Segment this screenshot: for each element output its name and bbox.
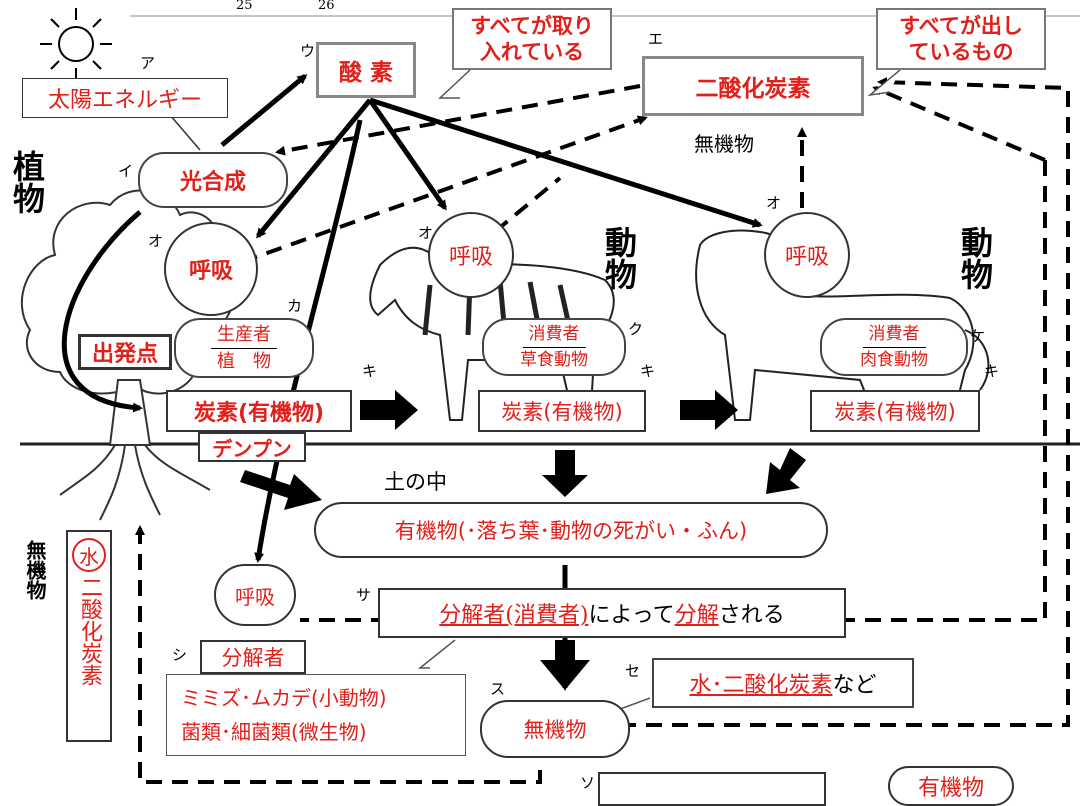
decomposer-example-2: 菌類･細菌類(微生物) bbox=[181, 720, 367, 744]
co2-callout-tail bbox=[867, 69, 901, 97]
bottom-organic-partial: 有機物 bbox=[888, 766, 1014, 806]
decomp-callout-tail bbox=[417, 639, 456, 669]
organic-matter-box: 有機物(･落ち葉･動物の死がい・ふん) bbox=[314, 502, 828, 558]
lion-respiration-circle: 呼吸 bbox=[764, 212, 850, 298]
decomposition-term: 分解 bbox=[674, 603, 719, 628]
decomposer-examples-box: ミミズ･ムカデ(小動物) 菌類･細菌類(微生物) bbox=[166, 674, 466, 756]
marker-ku: ク bbox=[628, 320, 644, 338]
co2-box: 二酸化炭素 bbox=[642, 56, 864, 116]
marker-ke: ケ bbox=[970, 327, 986, 345]
oxygen-callout-line-2: 入れている bbox=[479, 40, 585, 64]
decomposition-by: によって bbox=[588, 603, 675, 628]
plant-title: 植物 bbox=[8, 150, 46, 214]
herbivore-consumer-box: 消費者 草食動物 bbox=[482, 318, 626, 376]
marker-e: エ bbox=[648, 30, 664, 48]
block-arrows bbox=[240, 390, 806, 690]
oxygen-box: 酸 素 bbox=[316, 42, 416, 98]
marker-sa: サ bbox=[356, 586, 372, 604]
marker-a: ア bbox=[140, 54, 156, 72]
water-label: 水 bbox=[72, 538, 106, 572]
plant-carbon-box: 炭素(有機物) bbox=[166, 390, 352, 432]
marker-o-zebra: オ bbox=[418, 224, 434, 242]
producer-label: 生産者 bbox=[211, 322, 277, 349]
co2-callout-line-1: すべてが出し bbox=[899, 14, 1023, 38]
co2-callout-line-2: ているもの bbox=[908, 40, 1014, 64]
decomposer-example-1: ミミズ･ムカデ(小動物) bbox=[181, 686, 387, 710]
sun-icon bbox=[40, 8, 112, 80]
oxygen-callout: すべてが取り 入れている bbox=[452, 8, 612, 70]
soil-label: 土の中 bbox=[384, 470, 447, 494]
carnivore-consumer-label: 消費者 bbox=[862, 322, 926, 348]
oxygen-callout-line-1: すべてが取り bbox=[470, 14, 594, 38]
decomposition-box: 分解者(消費者) によって 分解 される bbox=[378, 588, 846, 638]
starch-box: デンプン bbox=[198, 432, 306, 462]
inorganic-products-box: 水･二酸化炭素 など bbox=[652, 658, 914, 708]
marker-so: ソ bbox=[580, 774, 596, 792]
marker-ki-plant: キ bbox=[362, 362, 378, 380]
decomposer-title-box: 分解者 bbox=[200, 640, 306, 674]
co2-callout: すべてが出し ているもの bbox=[876, 8, 1046, 70]
decomposer-respiration-circle: 呼吸 bbox=[214, 564, 296, 626]
start-point-box: 出発点 bbox=[78, 334, 172, 370]
inorganic-box: 無機物 bbox=[480, 700, 630, 758]
sun-callout-tail bbox=[169, 114, 201, 151]
marker-ki-zebra: キ bbox=[640, 362, 656, 380]
marker-su: ス bbox=[490, 680, 506, 698]
herbivore-kind: 草食動物 bbox=[520, 349, 588, 370]
lion-carbon-box: 炭素(有機物) bbox=[810, 390, 980, 432]
zebra-carbon-box: 炭素(有機物) bbox=[478, 390, 646, 432]
sun-energy-box: 太陽エネルギー bbox=[22, 78, 228, 118]
producer-kind: 植 物 bbox=[217, 350, 271, 372]
marker-ki-lion: キ bbox=[984, 362, 1000, 380]
marker-u: ウ bbox=[300, 42, 316, 60]
dashed-arrows bbox=[135, 77, 1070, 784]
carnivore-consumer-box: 消費者 肉食動物 bbox=[820, 318, 968, 376]
producer-box: 生産者 植 物 bbox=[174, 318, 314, 378]
solid-arrows bbox=[61, 74, 763, 691]
marker-o-plant: オ bbox=[148, 232, 164, 250]
left-inorganic-label: 無機物 bbox=[23, 540, 47, 600]
page-number-left: 25 bbox=[236, 0, 253, 13]
decomposition-suffix: される bbox=[718, 603, 785, 628]
marker-i: イ bbox=[118, 162, 134, 180]
co2-inorganic-label: 無機物 bbox=[694, 132, 754, 156]
marker-shi: シ bbox=[172, 646, 188, 664]
plant-respiration-circle: 呼吸 bbox=[164, 222, 258, 316]
zebra-animal-title: 動物 bbox=[600, 226, 638, 290]
marker-se: セ bbox=[625, 662, 641, 680]
lion-animal-title: 動物 bbox=[956, 226, 994, 290]
water-co2-box: 水 二酸化炭素 bbox=[66, 530, 112, 742]
inorganic-products-suffix: など bbox=[832, 673, 877, 698]
carbon-cycle-diagram: 25 26 ア イ ウ エ オ オ オ カ キ キ キ ク ケ コ サ シ ス … bbox=[8, 0, 1080, 806]
photosynthesis-box: 光合成 bbox=[138, 152, 288, 208]
oxygen-callout-tail bbox=[438, 69, 471, 99]
inorganic-products-terms: 水･二酸化炭素 bbox=[689, 673, 833, 698]
zebra-respiration-circle: 呼吸 bbox=[428, 212, 514, 298]
page-number-right: 26 bbox=[318, 0, 335, 13]
bottom-partial-box bbox=[598, 772, 826, 806]
marker-o-lion: オ bbox=[766, 194, 782, 212]
carnivore-kind: 肉食動物 bbox=[860, 349, 928, 370]
decomposer-term: 分解者(消費者) bbox=[439, 603, 589, 628]
co2-vertical-label: 二酸化炭素 bbox=[77, 576, 102, 686]
herbivore-consumer-label: 消費者 bbox=[522, 322, 586, 348]
marker-ka: カ bbox=[287, 297, 303, 315]
